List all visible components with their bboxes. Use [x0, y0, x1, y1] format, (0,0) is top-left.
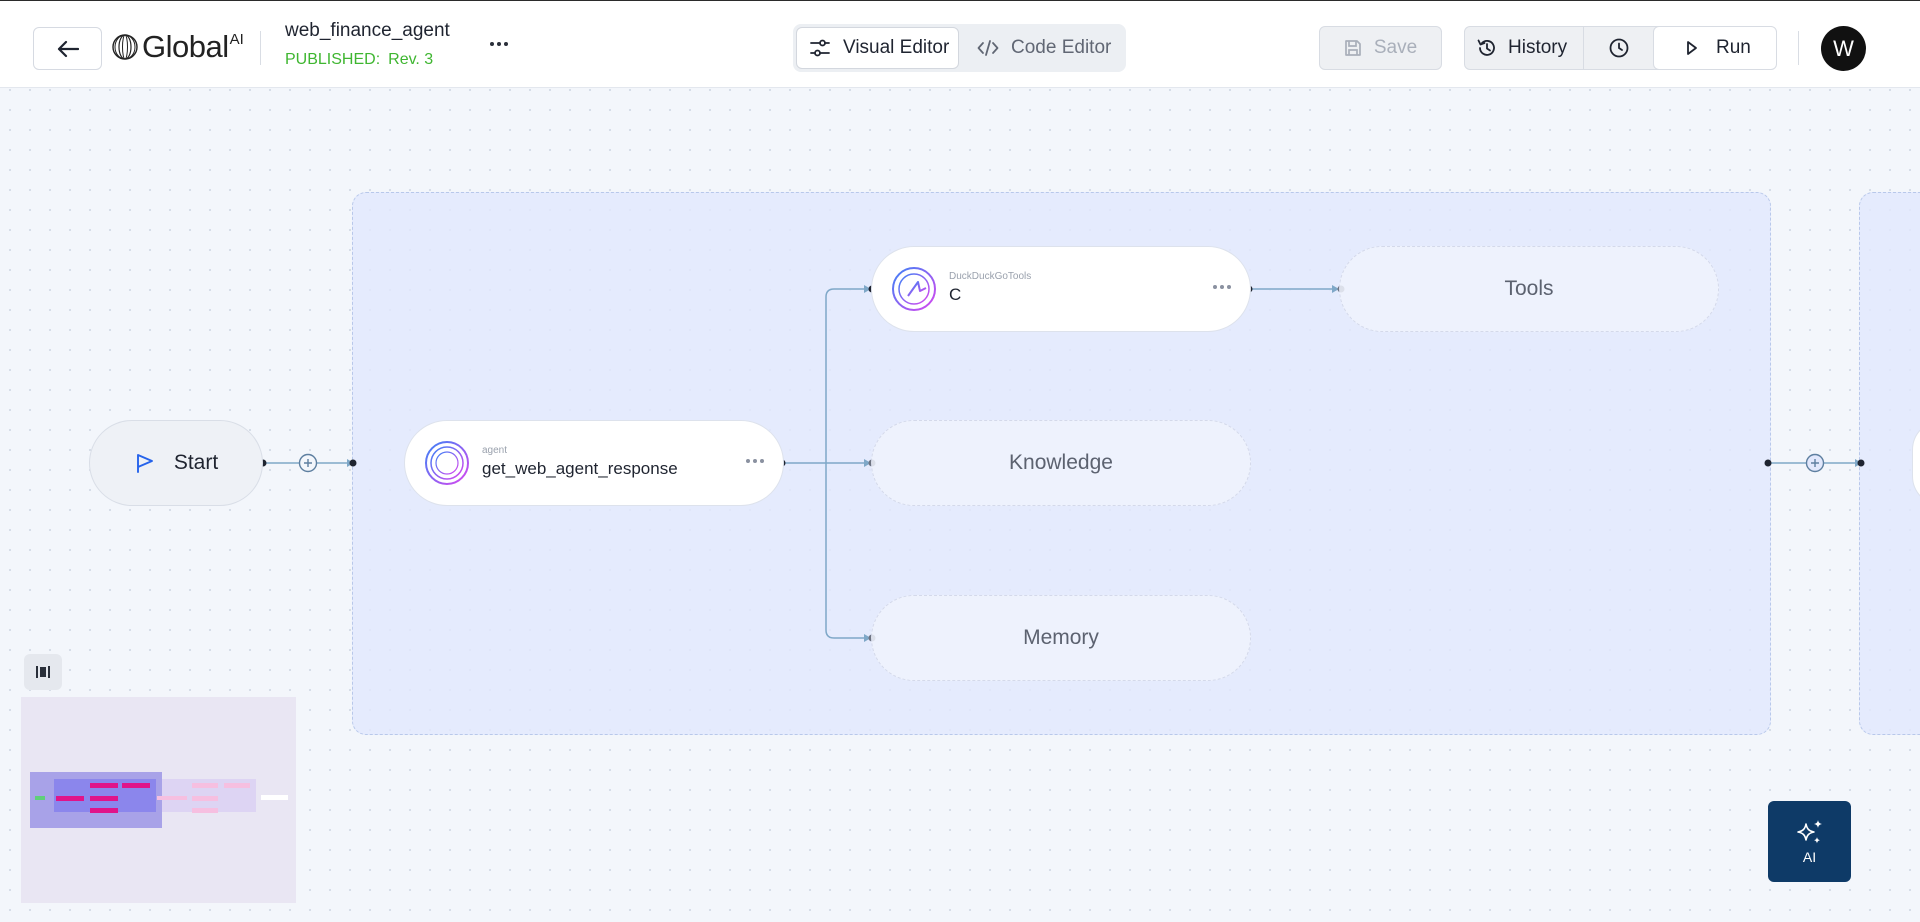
logo-mark-icon — [112, 34, 138, 60]
history-icon — [1477, 39, 1495, 56]
schedule-button[interactable] — [1583, 27, 1653, 69]
ai-assistant-button[interactable]: AI — [1768, 801, 1851, 882]
ai-button-label: AI — [1802, 848, 1817, 865]
agent-node-type: agent — [482, 445, 508, 456]
revision-label: Rev. 3 — [388, 51, 434, 68]
minimap-tools — [122, 783, 150, 788]
play-icon — [1687, 41, 1697, 55]
sparkles-icon — [1796, 819, 1822, 843]
status-label: PUBLISHED: — [285, 51, 381, 68]
duckduckgo-tool-icon — [892, 267, 936, 311]
tool-node[interactable]: DuckDuckGoTools C — [871, 246, 1251, 332]
ai-agent-icon — [425, 441, 469, 485]
tool-node-text: DuckDuckGoTools C — [949, 271, 1031, 307]
user-avatar[interactable]: W — [1821, 26, 1866, 71]
tab-visual-editor[interactable]: Visual Editor — [796, 27, 959, 69]
minimap-icon — [36, 666, 50, 678]
tool-node-type: DuckDuckGoTools — [949, 271, 1032, 282]
tab-code-editor[interactable]: Code Editor — [965, 27, 1123, 69]
history-run-group: History Run — [1464, 26, 1777, 70]
memory-placeholder-node[interactable]: Memory — [871, 595, 1251, 681]
arrow-left-icon — [57, 40, 79, 57]
minimap-start — [35, 796, 45, 800]
header-divider — [260, 31, 261, 65]
add-step-button-2 — [1805, 453, 1825, 473]
sliders-icon — [810, 39, 830, 57]
flag-icon — [136, 454, 153, 473]
project-name: web_finance_agent — [285, 20, 450, 41]
minimap-node — [192, 783, 218, 788]
minimap-toggle-button[interactable] — [24, 654, 62, 690]
logo-superscript: AI — [229, 31, 244, 48]
agent-node-more-button[interactable] — [744, 459, 765, 463]
publish-status: PUBLISHED: Rev. 3 — [285, 51, 433, 69]
minimap-memory — [90, 808, 118, 813]
clock-icon — [1609, 38, 1628, 58]
history-button[interactable]: History — [1465, 27, 1583, 69]
project-more-button[interactable] — [486, 31, 512, 57]
minimap-node — [261, 795, 288, 800]
logo-text: Global — [142, 29, 229, 64]
tab-code-editor-label: Code Editor — [1011, 37, 1112, 58]
minimap[interactable] — [21, 697, 296, 903]
start-node[interactable]: Start — [89, 420, 263, 506]
save-button[interactable]: Save — [1319, 26, 1442, 70]
minimap-node — [224, 783, 250, 788]
code-icon — [977, 40, 999, 56]
agent-node-title: get_web_agent_response — [482, 459, 678, 478]
tool-node-title: C — [949, 285, 962, 304]
global-ai-logo: Global AI — [112, 29, 244, 65]
minimap-tool — [90, 783, 118, 788]
tab-visual-editor-label: Visual Editor — [843, 37, 950, 58]
editor-mode-toggle: Visual Editor Code Editor — [793, 24, 1126, 72]
tools-placeholder-node[interactable]: Tools — [1339, 246, 1719, 332]
minimap-node — [192, 796, 218, 801]
knowledge-placeholder-node[interactable]: Knowledge — [871, 420, 1251, 506]
minimap-node — [192, 808, 218, 813]
start-label: Start — [173, 451, 219, 474]
agent-node-text: agent get_web_agent_response — [482, 445, 678, 481]
history-label: History — [1508, 37, 1568, 58]
add-step-button-1 — [298, 453, 318, 473]
minimap-agent — [56, 796, 84, 801]
back-button[interactable] — [33, 27, 102, 70]
minimap-node — [157, 796, 187, 800]
next-group-container — [1859, 192, 1920, 735]
save-icon — [1344, 40, 1361, 56]
minimap-knowledge — [90, 796, 118, 801]
header-divider — [1798, 31, 1799, 65]
agent-node[interactable]: agent get_web_agent_response — [404, 420, 784, 506]
tool-node-more-button[interactable] — [1211, 285, 1232, 289]
save-label: Save — [1373, 37, 1418, 58]
run-label: Run — [1716, 37, 1751, 58]
run-button[interactable]: Run — [1653, 26, 1777, 70]
top-bar: Global AI web_finance_agent PUBLISHED: Re… — [0, 0, 1920, 88]
